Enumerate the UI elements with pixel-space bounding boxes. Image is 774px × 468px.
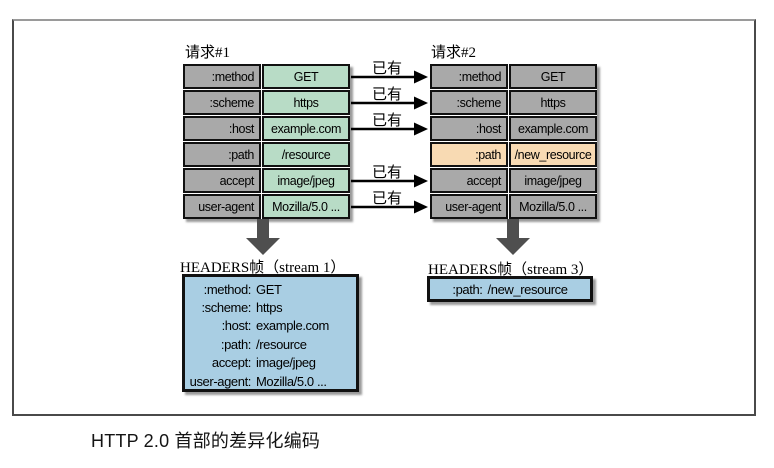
header-name-cell: accept	[430, 168, 508, 193]
header-name-cell: user-agent	[183, 194, 261, 219]
headers-frame1-title: HEADERS帧（stream 1）	[180, 260, 346, 276]
header-value: /resource	[256, 336, 307, 352]
header-value-cell: https	[262, 90, 350, 115]
header-value-cell: GET	[509, 64, 597, 89]
header-name-cell: :host	[183, 116, 261, 141]
already-have-label: 已有	[371, 61, 402, 77]
frame3-line-path: :path: /new_resource	[452, 281, 568, 297]
request1-row-path: :path /resource	[183, 142, 350, 167]
request2-table: :method GET :scheme https :host example.…	[430, 64, 597, 219]
header-name: accept:	[211, 355, 252, 371]
already-have-label: 已有	[371, 191, 402, 207]
header-name-cell: :path	[183, 142, 261, 167]
header-value: Mozilla/5.0 ...	[256, 373, 327, 389]
header-value: example.com	[256, 318, 329, 334]
request2-row-scheme: :scheme https	[430, 90, 597, 115]
header-value-cell: image/jpeg	[509, 168, 597, 193]
header-name-cell: :scheme	[183, 90, 261, 115]
arrows-overlay	[246, 70, 530, 255]
header-name-cell: accept	[183, 168, 261, 193]
header-value: /new_resource	[487, 281, 568, 297]
already-have-label: 已有	[371, 165, 402, 181]
frame1-line-method: :method: GET	[189, 280, 350, 298]
header-name-cell: :host	[430, 116, 508, 141]
header-value-cell: GET	[262, 64, 350, 89]
header-value: GET	[256, 281, 282, 297]
down-arrow-stream3	[496, 219, 530, 255]
already-have-label: 已有	[371, 113, 402, 129]
headers-frame3-box: :path: /new_resource	[427, 276, 593, 302]
header-value: image/jpeg	[256, 355, 316, 371]
request1-row-scheme: :scheme https	[183, 90, 350, 115]
frame1-line-scheme: :scheme: https	[189, 298, 350, 316]
request1-title: 请求#1	[185, 45, 231, 61]
request2-row-accept: accept image/jpeg	[430, 168, 597, 193]
frame1-line-host: :host: example.com	[189, 317, 350, 335]
request1-row-user-agent: user-agent Mozilla/5.0 ...	[183, 194, 350, 219]
header-name: :method:	[203, 281, 252, 297]
request2-row-method: :method GET	[430, 64, 597, 89]
header-name-cell: :method	[183, 64, 261, 89]
header-name-cell: :scheme	[430, 90, 508, 115]
request2-row-path-highlighted: :path /new_resource	[430, 142, 597, 167]
request1-row-accept: accept image/jpeg	[183, 168, 350, 193]
header-name: :host:	[221, 318, 252, 334]
header-value-cell: example.com	[509, 116, 597, 141]
header-name: :path:	[452, 281, 483, 297]
header-value-cell: Mozilla/5.0 ...	[509, 194, 597, 219]
request1-row-method: :method GET	[183, 64, 350, 89]
header-value-cell: https	[509, 90, 597, 115]
request1-table: :method GET :scheme https :host example.…	[183, 64, 350, 219]
header-value-cell: image/jpeg	[262, 168, 350, 193]
header-value-cell: Mozilla/5.0 ...	[262, 194, 350, 219]
frame1-line-user-agent: user-agent: Mozilla/5.0 ...	[189, 372, 350, 390]
request1-row-host: :host example.com	[183, 116, 350, 141]
request2-row-host: :host example.com	[430, 116, 597, 141]
header-value: https	[256, 300, 283, 316]
header-name: :path:	[220, 336, 252, 352]
header-name: :scheme:	[201, 300, 251, 316]
header-value-cell: /new_resource	[509, 142, 597, 167]
request2-row-user-agent: user-agent Mozilla/5.0 ...	[430, 194, 597, 219]
header-value-cell: example.com	[262, 116, 350, 141]
header-name-cell: user-agent	[430, 194, 508, 219]
frame1-line-path: :path: /resource	[189, 335, 350, 353]
headers-frame1-box: :method: GET :scheme: https :host: examp…	[182, 274, 359, 392]
header-name: user-agent:	[189, 373, 252, 389]
frame1-line-accept: accept: image/jpeg	[189, 354, 350, 372]
figure-caption: HTTP 2.0 首部的差异化编码	[91, 431, 321, 451]
diagram-frame: 请求#1 :method GET :scheme https :host exa…	[12, 19, 756, 416]
headers-frame3-title: HEADERS帧（stream 3）	[428, 262, 594, 278]
header-name-cell: :path	[430, 142, 508, 167]
down-arrow-stream1	[246, 219, 280, 255]
request2-title: 请求#2	[431, 45, 477, 61]
header-value-cell: /resource	[262, 142, 350, 167]
already-have-label: 已有	[371, 87, 402, 103]
header-name-cell: :method	[430, 64, 508, 89]
